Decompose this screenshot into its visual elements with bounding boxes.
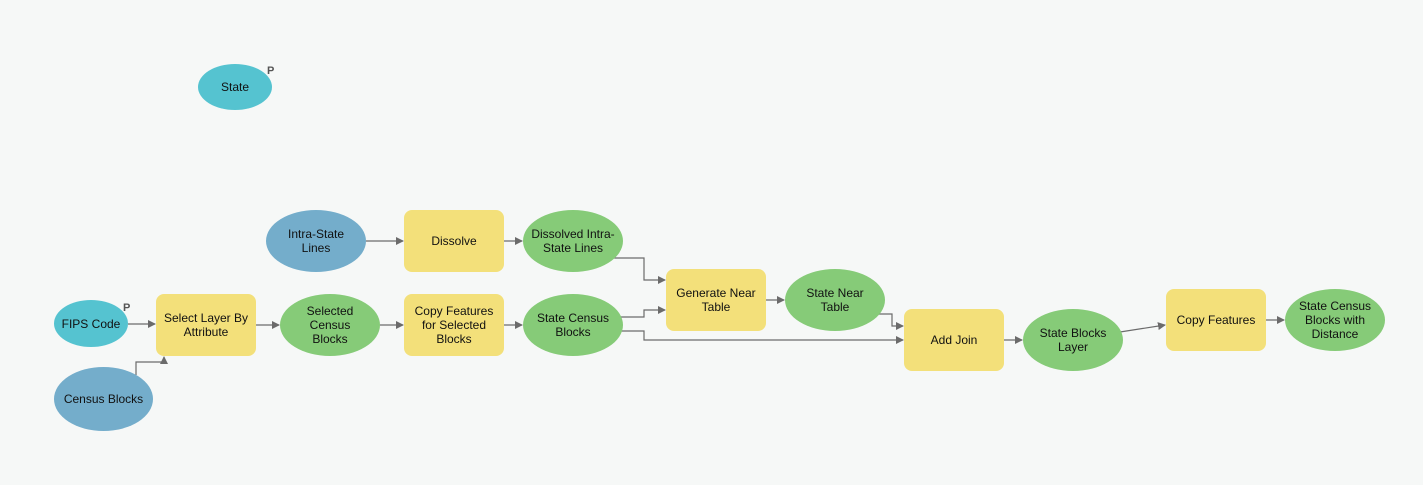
connector-census-blocks-to-select-layer-by-attribute [135,356,168,375]
state-census-blocks-with-distance-output-node[interactable]: State Census Blocks with Distance [1285,289,1385,351]
dissolve-tool[interactable]: Dissolve [404,210,504,272]
connector-state-near-table-to-add-join [878,313,904,330]
fips-code-parameter-flag: P [123,302,131,314]
state-parameter-flag: P [267,65,275,77]
select-layer-by-attribute-label: Select Layer By Attribute [163,311,249,339]
connector-state-blocks-layer-to-copy-features [1119,322,1166,333]
state-near-table-label: State Near Table [806,286,864,314]
intra-state-lines-label: Intra-State Lines [287,227,345,255]
copy-features-tool[interactable]: Copy Features [1166,289,1266,351]
copy-features-label: Copy Features [1176,313,1256,327]
state-near-table-output-node[interactable]: State Near Table [785,269,885,331]
dissolved-intra-state-lines-label: Dissolved Intra- State Lines [531,227,615,255]
dissolve-label: Dissolve [431,234,477,248]
selected-census-blocks-output-node[interactable]: Selected Census Blocks [280,294,380,356]
state-census-blocks-label: State Census Blocks [536,311,610,339]
intra-state-lines-input-node[interactable]: Intra-State Lines [266,210,366,272]
generate-near-table-tool[interactable]: Generate Near Table [666,269,766,331]
census-blocks-label: Census Blocks [63,392,144,406]
fips-code-label: FIPS Code [61,316,121,331]
state-census-blocks-output-node[interactable]: State Census Blocks [523,294,623,356]
fips-code-parameter-node[interactable]: FIPS Code [54,300,128,347]
connector-state-census-blocks-to-generate-near-table [620,306,666,318]
state-label: State [220,80,250,94]
state-census-blocks-with-distance-label: State Census Blocks with Distance [1298,299,1372,341]
connector-dissolved-lines-to-generate-near-table [614,257,666,284]
add-join-label: Add Join [930,333,978,347]
census-blocks-input-node[interactable]: Census Blocks [54,367,153,431]
selected-census-blocks-label: Selected Census Blocks [306,304,354,346]
copy-features-selected-blocks-tool[interactable]: Copy Features for Selected Blocks [404,294,504,356]
add-join-tool[interactable]: Add Join [904,309,1004,371]
state-blocks-layer-output-node[interactable]: State Blocks Layer [1023,309,1123,371]
state-blocks-layer-label: State Blocks Layer [1039,326,1107,354]
generate-near-table-label: Generate Near Table [676,286,756,314]
select-layer-by-attribute-tool[interactable]: Select Layer By Attribute [156,294,256,356]
dissolved-intra-state-lines-output-node[interactable]: Dissolved Intra- State Lines [523,210,623,272]
copy-features-selected-blocks-label: Copy Features for Selected Blocks [414,304,494,346]
state-parameter-node[interactable]: State [198,64,272,110]
connector-state-census-blocks-to-add-join [620,330,904,344]
